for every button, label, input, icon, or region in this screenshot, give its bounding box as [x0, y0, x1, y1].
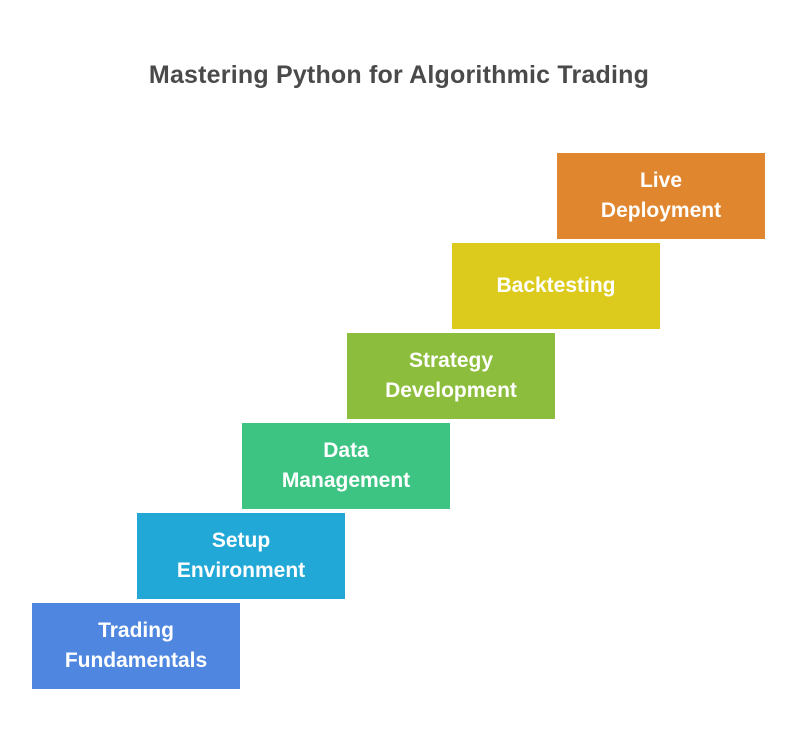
step-label-line: Deployment — [600, 199, 722, 222]
step-data-management: Data Management — [242, 423, 450, 509]
step-label-line: Setup — [211, 529, 271, 552]
step-trading-fundamentals: Trading Fundamentals — [32, 603, 240, 689]
step-label-line: Backtesting — [496, 274, 616, 297]
step-live-deployment: Live Deployment — [557, 153, 765, 239]
step-backtesting: Backtesting — [452, 243, 660, 329]
step-label-line: Management — [281, 469, 411, 492]
step-label-line: Environment — [176, 559, 306, 582]
page-title: Mastering Python for Algorithmic Trading — [148, 61, 650, 89]
step-label-line: Live — [639, 169, 683, 192]
step-label-line: Data — [323, 439, 369, 462]
step-label-line: Fundamentals — [64, 649, 208, 672]
step-strategy-development: Strategy Development — [347, 333, 555, 419]
step-setup-environment: Setup Environment — [137, 513, 345, 599]
step-label-line: Strategy — [408, 349, 494, 372]
step-label-line: Development — [385, 379, 517, 402]
step-label-line: Trading — [98, 619, 174, 642]
